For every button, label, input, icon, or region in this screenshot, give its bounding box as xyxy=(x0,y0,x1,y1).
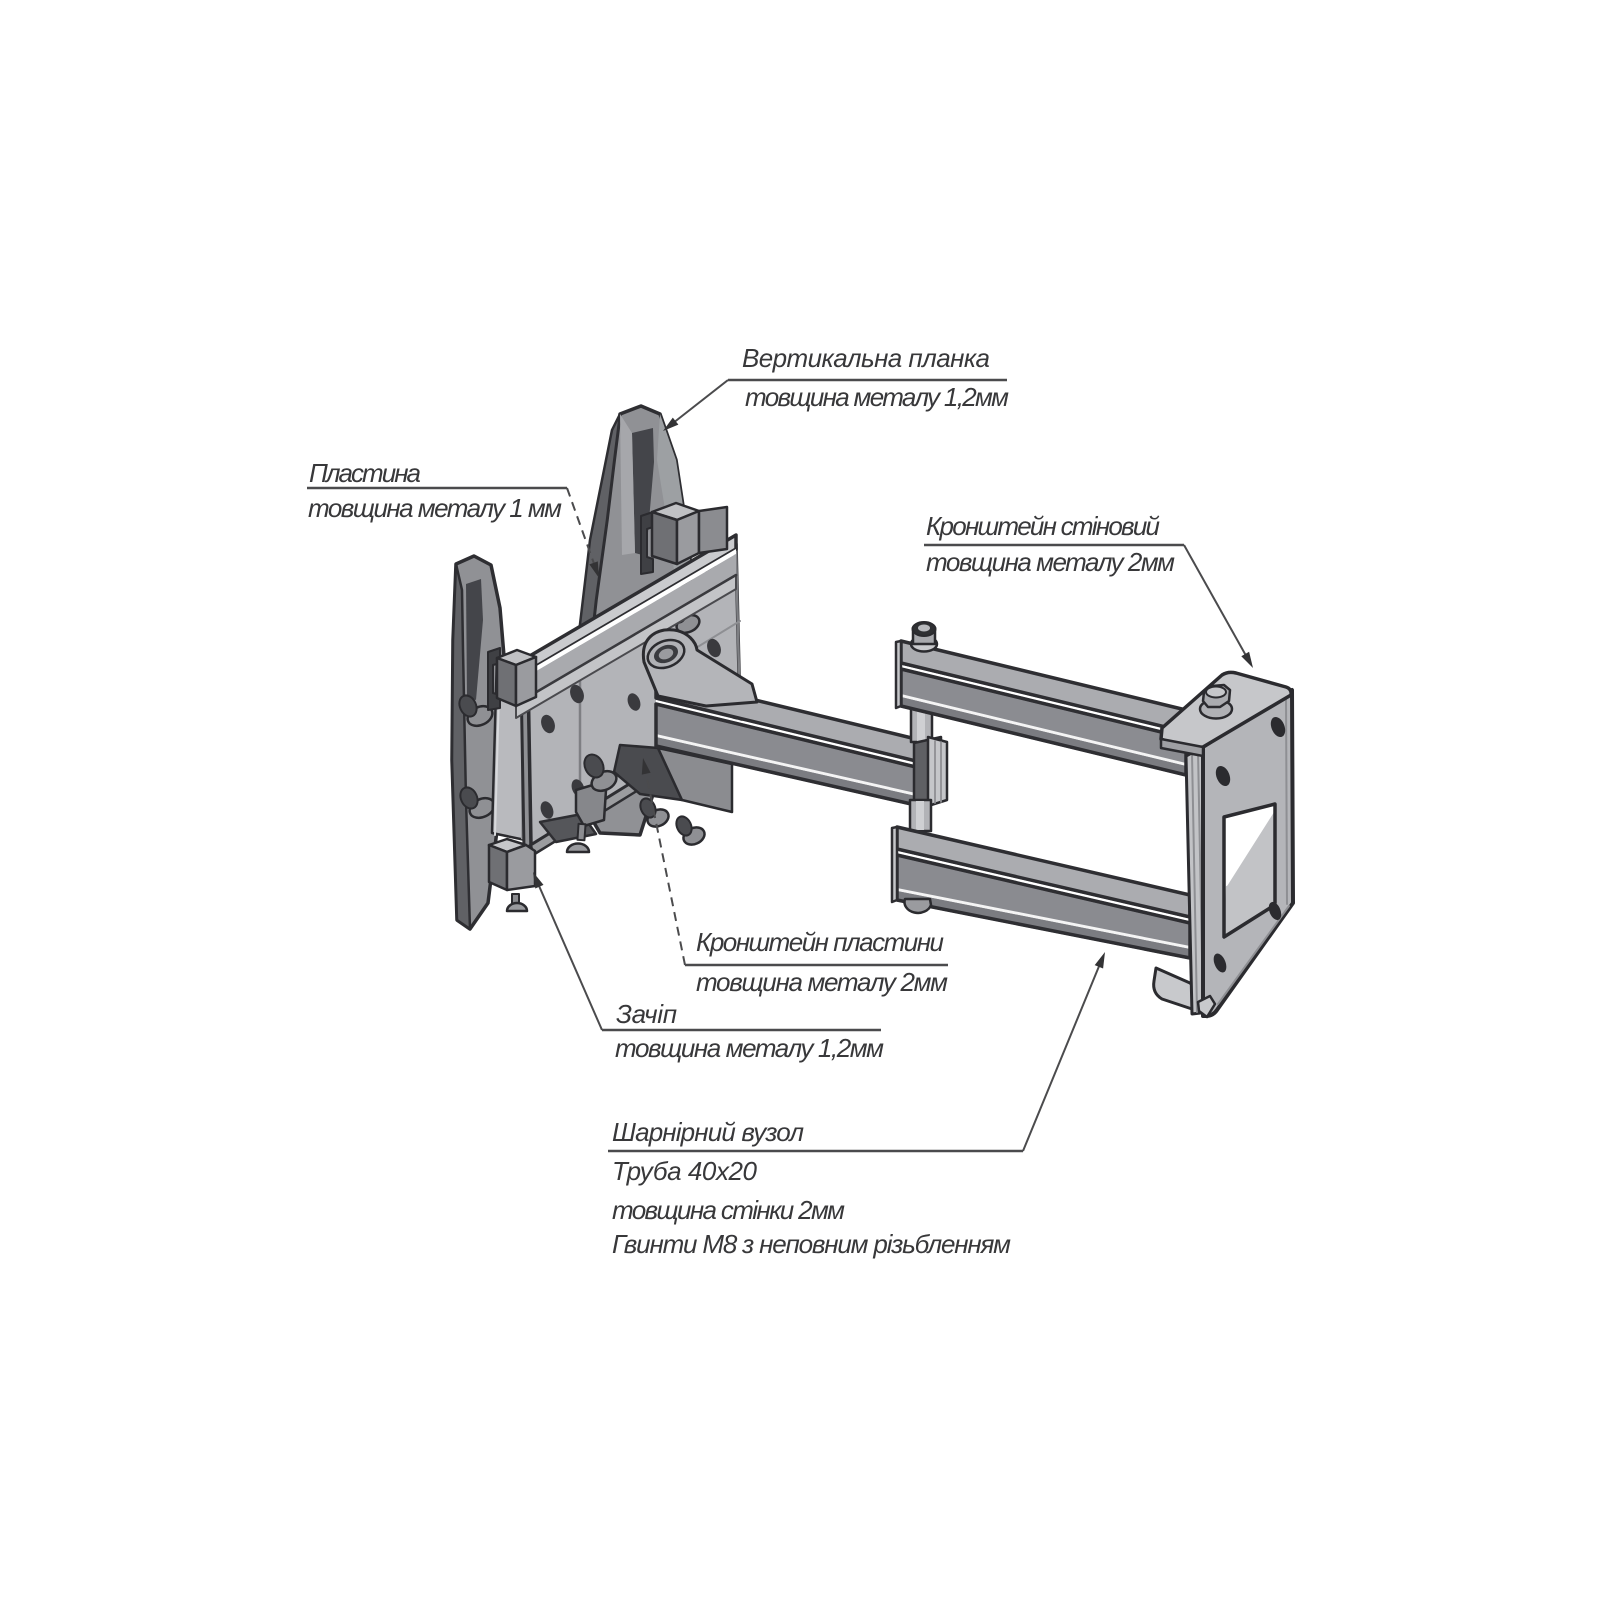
svg-text:Зачіп: Зачіп xyxy=(616,999,677,1029)
svg-text:Кронштейн пластини: Кронштейн пластини xyxy=(696,927,944,957)
svg-text:Гвинти М8 з неповним різьбленн: Гвинти М8 з неповним різьбленням xyxy=(612,1229,1011,1259)
svg-text:товщина стінки 2мм: товщина стінки 2мм xyxy=(612,1195,845,1225)
svg-text:Вертикальна планка: Вертикальна планка xyxy=(742,343,990,373)
svg-text:товщина металу 1 мм: товщина металу 1 мм xyxy=(308,493,562,523)
svg-text:товщина металу 2мм: товщина металу 2мм xyxy=(926,547,1175,577)
svg-text:товщина металу 1,2мм: товщина металу 1,2мм xyxy=(745,382,1009,412)
svg-text:Шарнірний вузол: Шарнірний вузол xyxy=(612,1117,804,1147)
svg-text:Кронштейн стіновий: Кронштейн стіновий xyxy=(926,511,1160,541)
svg-text:товщина металу 1,2мм: товщина металу 1,2мм xyxy=(615,1033,884,1063)
svg-text:Труба 40x20: Труба 40x20 xyxy=(612,1156,758,1186)
svg-text:товщина металу 2мм: товщина металу 2мм xyxy=(696,967,948,997)
svg-text:Пластина: Пластина xyxy=(309,458,421,488)
